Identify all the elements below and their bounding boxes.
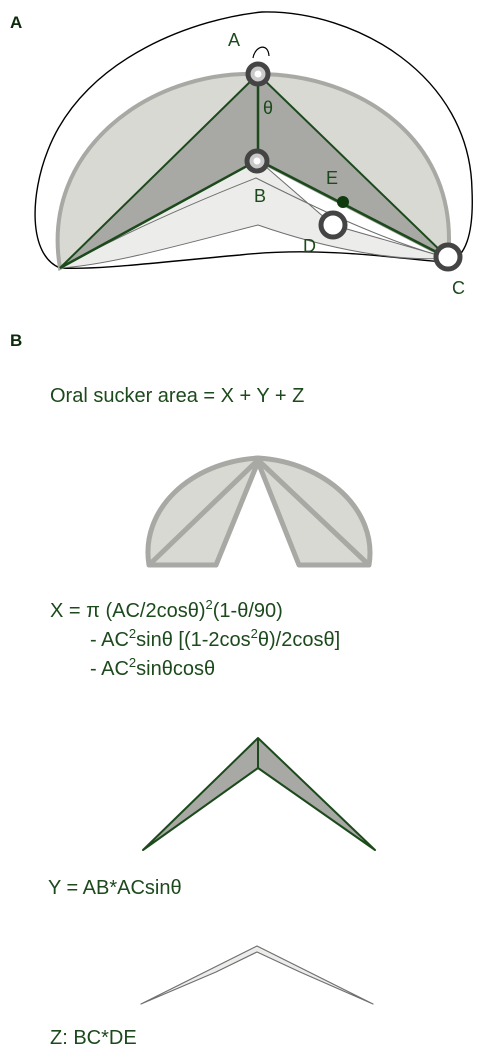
label-d: D [303,236,316,256]
x-shape-notch [147,457,371,567]
line-bc [257,158,449,260]
label-a: A [228,30,240,50]
equation-x-line2: - AC2sinθ [(1-2cos2θ)/2cosθ] [90,626,340,651]
label-b: B [254,186,266,206]
z-shape [140,945,374,1005]
label-c: C [452,278,465,298]
point-b-marker [244,148,270,174]
z-region [59,159,449,269]
panel-a-diagram: A θ B E D C [34,11,473,298]
equation-total: Oral sucker area = X + Y + Z [50,385,304,407]
panel-a-letter: A [10,13,22,32]
point-a-marker [245,61,271,87]
line-b-left [59,158,259,270]
label-theta: θ [263,98,273,118]
point-c-marker [433,242,463,272]
z-inner-line [59,177,449,269]
outline-bump-top [252,46,270,59]
equation-x-line3: - AC2sinθcosθ [90,655,215,680]
sucker-outline [34,11,473,269]
panel-b-letter: B [10,331,22,350]
label-e: E [326,168,338,188]
equation-y: Y = AB*ACsinθ [48,877,182,899]
point-e-marker [337,196,349,208]
x-shape [145,455,373,568]
point-d-marker [318,210,348,240]
equation-z: Z: BC*DE [50,1027,137,1049]
equation-x-line1: X = π (AC/2cosθ)2(1-θ/90) [50,597,283,622]
